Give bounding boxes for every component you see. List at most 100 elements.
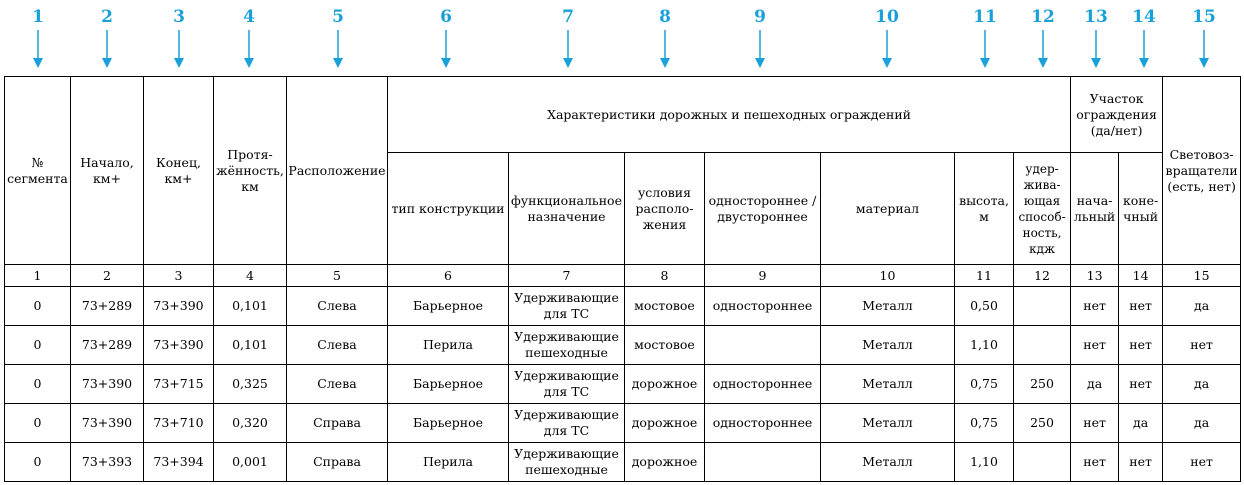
cell-length: 0,325 [213,364,287,404]
cell-material: Металл [820,325,955,365]
cell-section-end: нет [1118,325,1164,365]
header-function: функциональное назначение [508,152,625,265]
down-arrow-icon [882,30,892,68]
header-segment: № сегмента [4,76,71,265]
down-arrow-icon [33,30,43,68]
cell-holding: 250 [1012,403,1072,443]
cell-construction-type: Барьерное [387,403,509,443]
cell-conditions: дорожное [624,442,705,482]
cell-conditions: дорожное [624,364,705,404]
cell-section-start: нет [1070,286,1120,326]
column-marker-7: 7 [548,6,588,68]
cell-end: 73+390 [143,325,214,365]
column-number-cell: 11 [954,264,1014,287]
cell-location: Слева [286,325,388,365]
cell-segment: 0 [4,364,71,404]
cell-segment: 0 [4,442,71,482]
header-conditions: условия располо- жения [624,152,705,265]
column-marker-number: 11 [973,7,997,27]
header-section-title: Участок ограждения (да/нет) [1070,76,1164,153]
down-arrow-icon [1199,30,1209,68]
cell-function: Удерживающие для ТС [508,364,625,404]
header-reflectors: Световоз- вращатели (есть, нет) [1162,76,1242,265]
cell-location: Справа [286,403,388,443]
down-arrow-icon [980,30,990,68]
cell-section-end: нет [1118,442,1164,482]
cell-height: 0,75 [954,364,1014,404]
header-end: Конец, км+ [143,76,214,265]
column-number-cell: 13 [1070,264,1120,287]
cell-construction-type: Перила [387,325,509,365]
column-marker-number: 14 [1132,7,1156,27]
column-marker-13: 13 [1076,6,1116,68]
down-arrow-icon [1091,30,1101,68]
cell-function: Удерживающие для ТС [508,286,625,326]
cell-height: 1,10 [954,442,1014,482]
down-arrow-icon [1038,30,1048,68]
cell-end: 73+390 [143,286,214,326]
cell-sides [704,442,821,482]
column-marker-number: 12 [1031,7,1055,27]
column-marker-number: 15 [1192,7,1216,27]
cell-construction-type: Перила [387,442,509,482]
cell-section-start: нет [1070,442,1120,482]
cell-material: Металл [820,442,955,482]
cell-section-start: нет [1070,403,1120,443]
cell-holding [1012,325,1072,365]
header-height: высота, м [954,152,1014,265]
cell-start: 73+390 [70,364,144,404]
column-marker-12: 12 [1023,6,1063,68]
column-marker-2: 2 [87,6,127,68]
column-number-cell: 12 [1012,264,1072,287]
column-marker-14: 14 [1124,6,1164,68]
cell-location: Справа [286,442,388,482]
column-marker-number: 1 [32,7,44,27]
down-arrow-icon [174,30,184,68]
header-section-end: коне- чный [1118,152,1164,265]
cell-length: 0,101 [213,286,287,326]
column-number-cell: 8 [624,264,705,287]
cell-conditions: дорожное [624,403,705,443]
down-arrow-icon [102,30,112,68]
header-row-1: № сегмента Начало, км+ Конец, км+ Протя-… [4,76,1242,265]
cell-material: Металл [820,403,955,443]
column-marker-11: 11 [965,6,1005,68]
column-marker-number: 2 [101,7,113,27]
cell-reflectors: нет [1162,325,1242,365]
cell-section-start: нет [1070,325,1120,365]
cell-reflectors: да [1162,403,1242,443]
header-holding: удер- жива- ющая способ- ность, кдж [1012,152,1072,265]
column-marker-6: 6 [426,6,466,68]
cell-length: 0,001 [213,442,287,482]
cell-construction-type: Барьерное [387,364,509,404]
column-marker-number: 5 [332,7,344,27]
down-arrow-icon [755,30,765,68]
cell-conditions: мостовое [624,325,705,365]
header-material: материал [820,152,955,265]
cell-holding [1012,442,1072,482]
column-number-cell: 1 [4,264,71,287]
cell-length: 0,101 [213,325,287,365]
column-number-cell: 14 [1118,264,1164,287]
column-marker-5: 5 [318,6,358,68]
cell-start: 73+390 [70,403,144,443]
column-number-cell: 9 [704,264,821,287]
guardrail-table: № сегмента Начало, км+ Конец, км+ Протя-… [4,76,1242,482]
down-arrow-icon [333,30,343,68]
column-marker-number: 10 [875,7,899,27]
cell-section-end: нет [1118,286,1164,326]
cell-segment: 0 [4,325,71,365]
cell-function: Удерживающие пешеходные [508,325,625,365]
column-marker-9: 9 [740,6,780,68]
cell-start: 73+289 [70,286,144,326]
header-row-2: тип конструкции функциональное назначени… [5,152,1241,265]
cell-material: Металл [820,364,955,404]
cell-height: 0,50 [954,286,1014,326]
cell-function: Удерживающие пешеходные [508,442,625,482]
cell-sides: одностороннее [704,286,821,326]
column-marker-number: 3 [173,7,185,27]
cell-segment: 0 [4,403,71,443]
